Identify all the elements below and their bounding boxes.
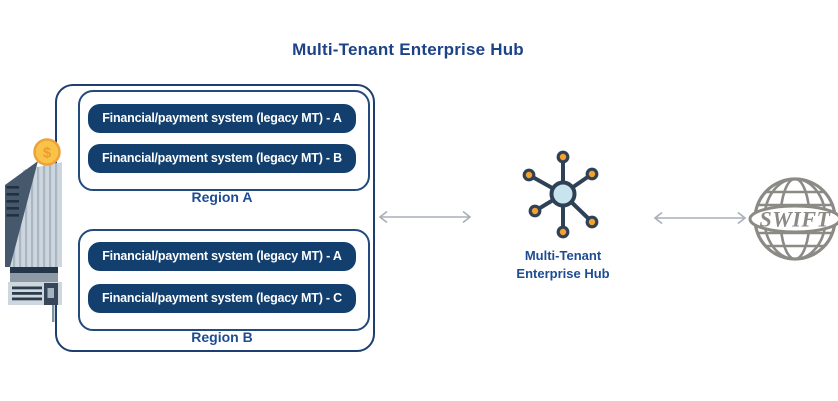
- hub-network-icon: [522, 150, 599, 239]
- dollar-coin-icon: $: [33, 138, 61, 166]
- building-bottom-pole: [52, 305, 55, 322]
- hub-label: Multi-Tenant Enterprise Hub: [495, 247, 631, 283]
- system-box: Financial/payment system (legacy MT) - A: [88, 104, 356, 133]
- coin-symbol: $: [43, 145, 52, 162]
- bidirectional-arrow-right-icon: [653, 211, 747, 225]
- building-cap-dark: [10, 267, 58, 273]
- hub-label-line2: Enterprise Hub: [516, 266, 610, 281]
- region-a-label: Region A: [191, 189, 253, 205]
- hub-label-line1: Multi-Tenant: [524, 248, 602, 263]
- system-box: Financial/payment system (legacy MT) - C: [88, 284, 356, 313]
- bank-building-icon: $: [5, 138, 62, 322]
- swift-globe-logo: SWIFT: [748, 177, 838, 261]
- region-b-label: Region B: [191, 329, 253, 345]
- building-ledges: [6, 186, 19, 217]
- system-box: Financial/payment system (legacy MT) - B: [88, 144, 356, 173]
- bidirectional-arrow-left-icon: [378, 210, 472, 224]
- system-box: Financial/payment system (legacy MT) - A: [88, 242, 356, 271]
- hub-center-node: [549, 180, 577, 208]
- page-title: Multi-Tenant Enterprise Hub: [292, 40, 524, 59]
- hub-nodes: [522, 150, 599, 239]
- swift-wordmark: SWIFT: [760, 207, 832, 232]
- building-cap: [10, 273, 58, 282]
- swift-banner: [748, 204, 838, 234]
